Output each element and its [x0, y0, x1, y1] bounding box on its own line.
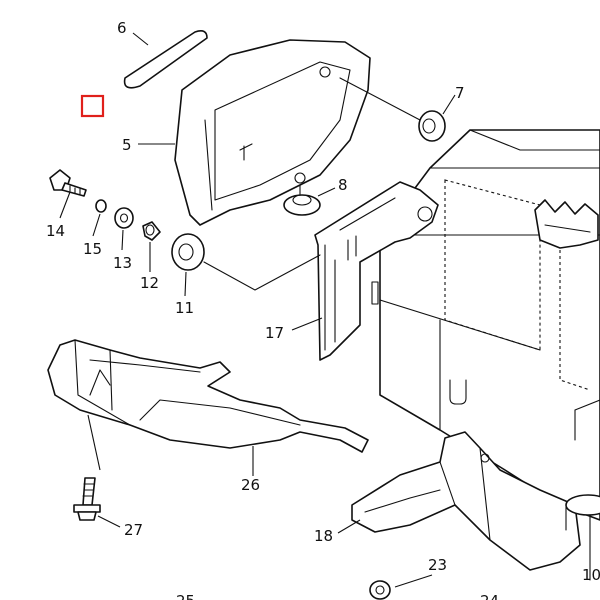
- callout-26: 26: [241, 476, 260, 494]
- callout-15: 15: [83, 240, 102, 258]
- callout-18: 18: [314, 527, 333, 545]
- callout-5: 5: [122, 136, 132, 154]
- callout-10: 10: [582, 566, 600, 584]
- callout-12: 12: [140, 274, 159, 292]
- callout-25: 25: [176, 592, 195, 600]
- callout-27: 27: [124, 521, 143, 539]
- callout-11: 11: [175, 299, 194, 317]
- spacer-12: [142, 221, 161, 241]
- grommet-11: [171, 233, 321, 291]
- bolt-14: [49, 169, 87, 197]
- side-cover-5: [174, 39, 371, 226]
- bracket-18: [351, 431, 600, 581]
- plate-26: [47, 339, 369, 453]
- callout-14: 14: [46, 222, 65, 240]
- bracket-17: [314, 181, 439, 361]
- callout-6: 6: [117, 19, 127, 37]
- bolt-27: [73, 477, 101, 521]
- callout-8: 8: [338, 176, 348, 194]
- callout-13: 13: [113, 254, 132, 272]
- grommet-7: [339, 77, 446, 142]
- red-marker-box: [80, 94, 105, 118]
- grommet-8: [283, 184, 321, 216]
- callout-7: 7: [455, 84, 465, 102]
- screw-23: [369, 580, 391, 600]
- collar-13: [114, 207, 134, 229]
- callout-23: 23: [428, 556, 447, 574]
- washer-15: [95, 199, 107, 213]
- leader-lines: [59, 32, 456, 588]
- callout-17: 17: [265, 324, 284, 342]
- callout-24: 24: [480, 592, 499, 600]
- strip-6: [123, 30, 208, 89]
- callout-labels: 6 7 5 8 14 15 13 12 11 17 26 27 18 23 10…: [46, 19, 600, 600]
- battery-box: [379, 129, 600, 521]
